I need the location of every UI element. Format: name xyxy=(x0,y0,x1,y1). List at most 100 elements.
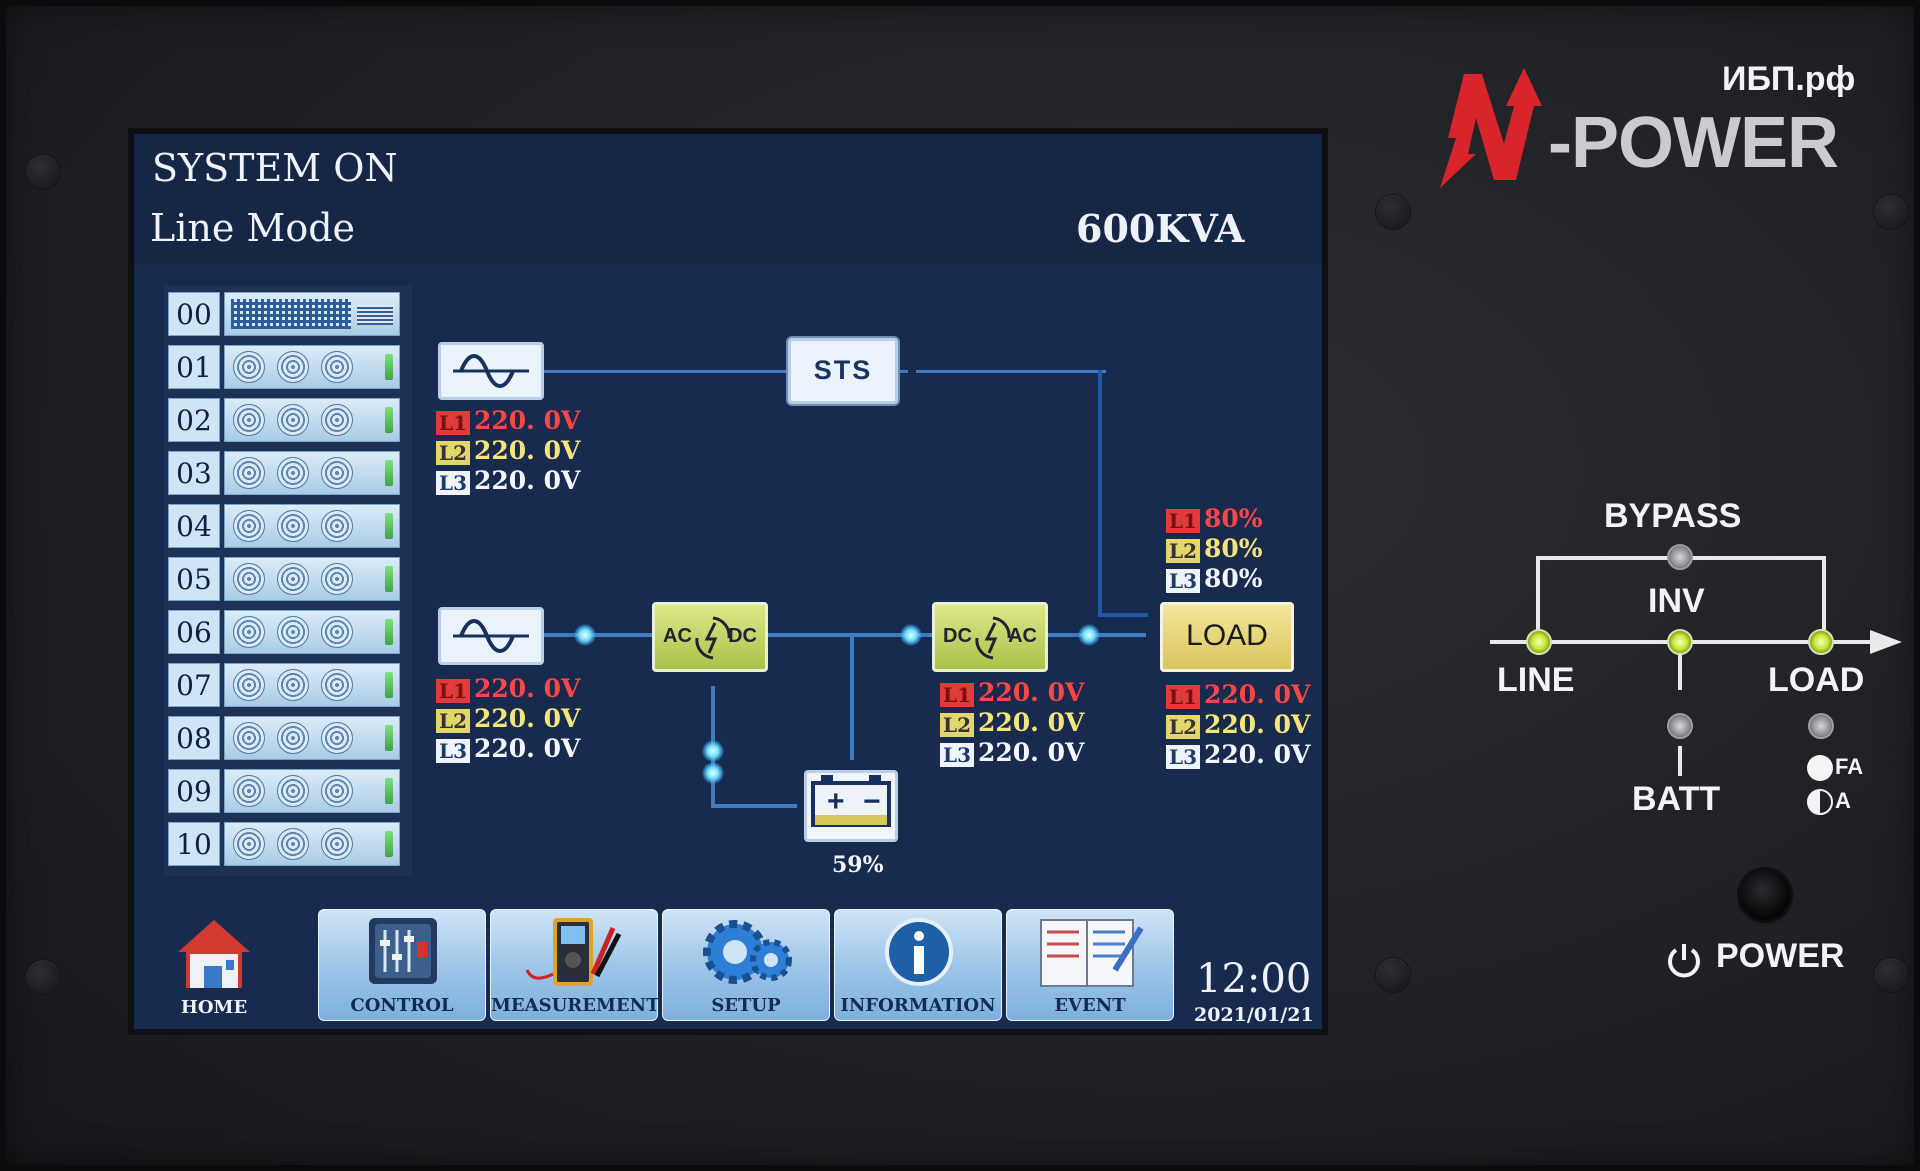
fault-symbol-icon xyxy=(1807,755,1833,781)
phase-tag: L1 xyxy=(940,682,974,707)
power-module-graphic xyxy=(224,557,400,601)
module-row-02[interactable]: 02 xyxy=(168,398,408,444)
inverter[interactable]: DC AC xyxy=(932,602,1048,672)
phase-tag: L3 xyxy=(436,470,470,495)
voltage-value: 220. 0V xyxy=(474,704,581,733)
phase-tag: L2 xyxy=(1166,538,1200,563)
home-button[interactable]: HOME xyxy=(174,914,254,1022)
flow-indicator xyxy=(1078,624,1100,646)
module-row-10[interactable]: 10 xyxy=(168,822,408,868)
flow-indicator xyxy=(900,624,922,646)
battery[interactable]: + − xyxy=(804,770,898,842)
rectifier[interactable]: AC DC xyxy=(652,602,768,672)
logo-arrow-icon xyxy=(1440,68,1542,188)
power-module-graphic xyxy=(224,345,400,389)
module-row-03[interactable]: 03 xyxy=(168,451,408,497)
bypass-source[interactable] xyxy=(438,342,544,400)
module-row-01[interactable]: 01 xyxy=(168,345,408,391)
power-rating: 600KVA xyxy=(1076,206,1245,251)
alarm-label: A xyxy=(1835,788,1851,813)
setup-button[interactable]: SETUP xyxy=(662,909,830,1021)
phase-tag: L1 xyxy=(436,410,470,435)
power-module-graphic xyxy=(224,663,400,707)
measurement-button[interactable]: MEASUREMENT xyxy=(490,909,660,1021)
operating-mode: Line Mode xyxy=(150,206,356,250)
screw xyxy=(26,155,60,189)
bypass-module-graphic xyxy=(224,292,400,336)
bypass-path-left xyxy=(1536,556,1540,638)
power-button[interactable] xyxy=(1740,870,1790,920)
brand-logo: -POWER xyxy=(1430,62,1862,192)
power-module-graphic xyxy=(224,398,400,442)
module-number: 03 xyxy=(168,451,220,495)
input-wire xyxy=(544,633,652,637)
batt-label: BATT xyxy=(1632,780,1721,818)
information-button[interactable]: INFORMATION xyxy=(834,909,1002,1021)
flow-indicator xyxy=(702,740,724,762)
load-value: 80% xyxy=(1204,564,1263,593)
bypass-label: BYPASS xyxy=(1604,497,1742,535)
home-icon xyxy=(178,920,250,988)
load-label: LOAD xyxy=(1768,661,1865,699)
sts-switch[interactable]: STS xyxy=(788,338,898,404)
voltage-value: 220. 0V xyxy=(474,436,581,465)
module-row-07[interactable]: 07 xyxy=(168,663,408,709)
module-row-00[interactable]: 00 xyxy=(168,292,408,338)
phase-tag: L2 xyxy=(940,712,974,737)
flow-indicator xyxy=(702,762,724,784)
module-row-05[interactable]: 05 xyxy=(168,557,408,603)
rectifier-ac-label: AC xyxy=(663,625,692,647)
multimeter-icon xyxy=(525,918,622,986)
flow-indicator xyxy=(574,624,596,646)
battery-capacity: 59% xyxy=(832,852,884,878)
setup-label: SETUP xyxy=(711,995,781,1016)
measurement-label: MEASUREMENT xyxy=(491,995,660,1016)
module-number: 09 xyxy=(168,769,220,813)
output-arrow-icon xyxy=(1870,630,1902,654)
load-block[interactable]: LOAD xyxy=(1160,602,1294,672)
voltage-value: 220. 0V xyxy=(978,678,1085,707)
module-row-04[interactable]: 04 xyxy=(168,504,408,550)
power-module-graphic xyxy=(224,716,400,760)
home-label: HOME xyxy=(180,997,248,1018)
bypass-wire xyxy=(1098,613,1148,617)
event-log-icon xyxy=(1040,919,1144,987)
power-icon xyxy=(1668,944,1700,978)
voltage-value: 220. 0V xyxy=(474,674,581,703)
module-row-09[interactable]: 09 xyxy=(168,769,408,815)
site-name: ИБП.рф xyxy=(1722,60,1856,98)
rectifier-dc-label: DC xyxy=(728,625,757,647)
control-button[interactable]: CONTROL xyxy=(318,909,486,1021)
clock-time: 12:00 xyxy=(1196,956,1312,1002)
voltage-value: 220. 0V xyxy=(1204,740,1311,769)
event-label: EVENT xyxy=(1054,995,1126,1016)
system-status: SYSTEM ON xyxy=(152,146,398,190)
voltage-value: 220. 0V xyxy=(474,734,581,763)
alarm-symbol-icon xyxy=(1807,789,1833,815)
module-row-08[interactable]: 08 xyxy=(168,716,408,762)
bypass-path-right xyxy=(1822,556,1826,638)
voltage-value: 220. 0V xyxy=(1204,710,1311,739)
battery-path xyxy=(1678,650,1682,690)
event-button[interactable]: EVENT xyxy=(1006,909,1174,1021)
svg-text:+: + xyxy=(827,785,845,818)
module-number: 01 xyxy=(168,345,220,389)
module-row-06[interactable]: 06 xyxy=(168,610,408,656)
load-indicator-led xyxy=(1808,629,1834,655)
screw xyxy=(1376,195,1410,229)
main-input-source[interactable] xyxy=(438,607,544,665)
fault-label: FA xyxy=(1835,754,1864,779)
sine-wave-icon xyxy=(453,354,529,388)
voltage-value: 220. 0V xyxy=(1204,680,1311,709)
bypass-indicator-led xyxy=(1667,544,1693,570)
inverter-dc-label: DC xyxy=(943,625,972,647)
bypass-wire xyxy=(544,370,908,373)
batt-indicator-led xyxy=(1667,713,1693,739)
module-list: 00 01 02 03 04 05 xyxy=(164,286,412,876)
